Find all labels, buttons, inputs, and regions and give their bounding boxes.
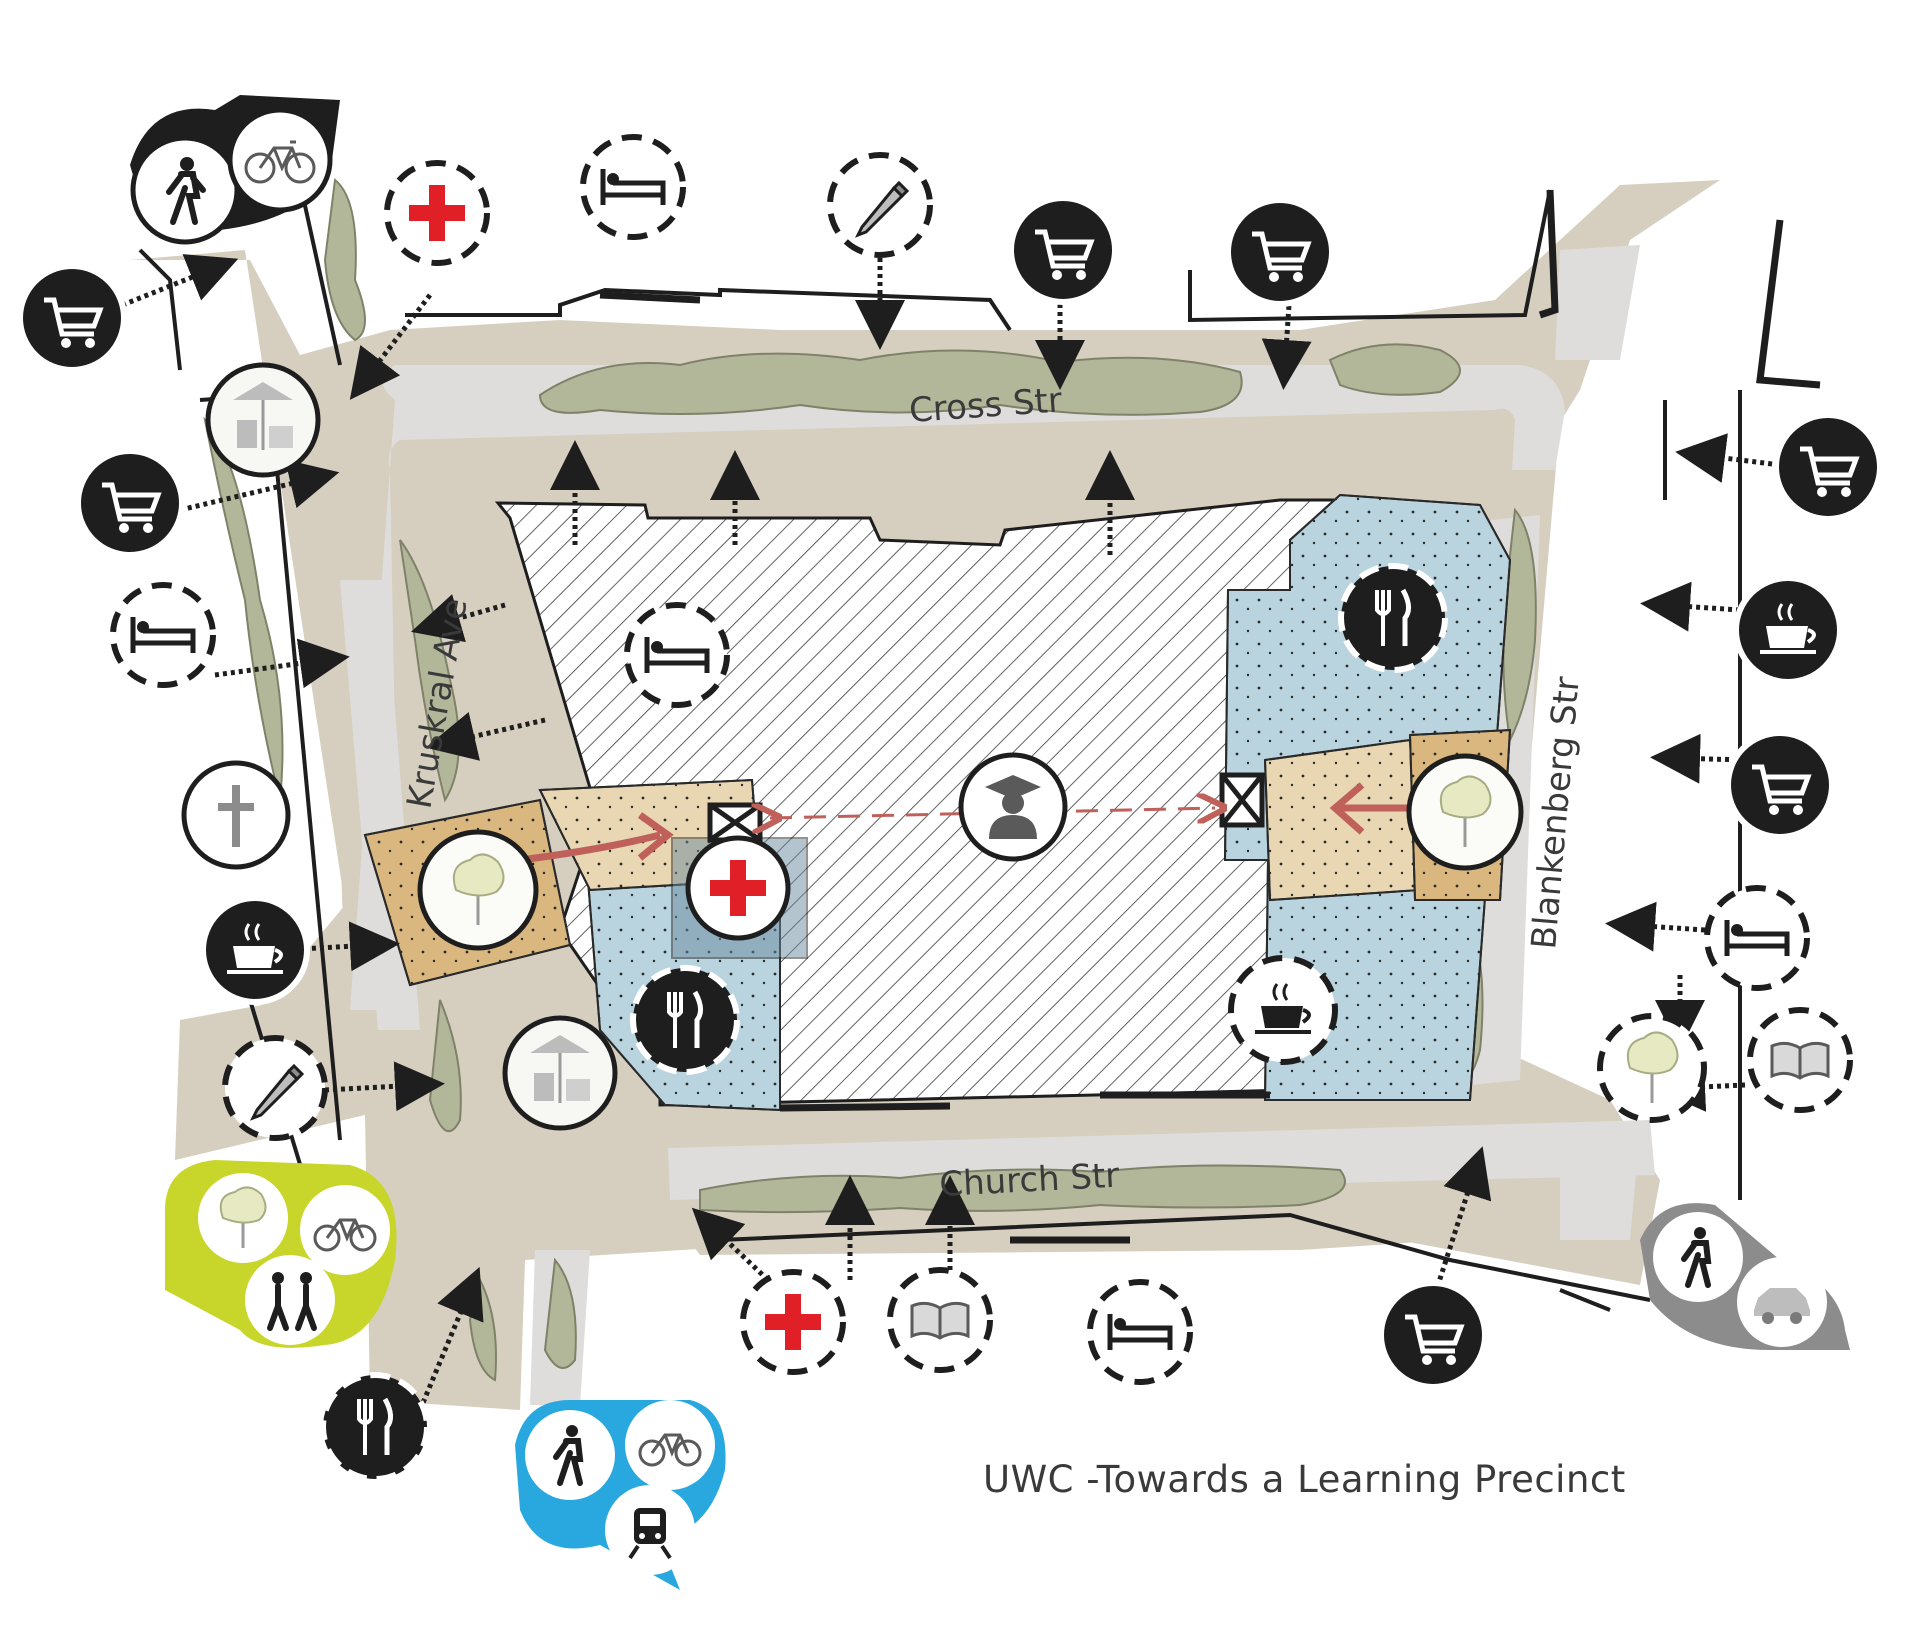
pedestrians-icon [245, 1255, 335, 1345]
access-arrows [84, 250, 1781, 1411]
tree-icon [1597, 1013, 1707, 1123]
bicycle-icon [625, 1400, 715, 1490]
book-icon[interactable] [1747, 1007, 1853, 1113]
shopping-cart-icon[interactable] [17, 263, 127, 373]
map-title: UWC -Towards a Learning Precinct [983, 1458, 1626, 1501]
shopping-cart-icon[interactable] [1725, 730, 1835, 840]
coffee-cup-icon[interactable] [200, 895, 310, 1005]
tree-icon [198, 1173, 288, 1263]
bed-icon[interactable] [580, 134, 686, 240]
cutlery-icon[interactable] [1338, 563, 1448, 673]
gate-markers [707, 772, 1265, 843]
tree-icon [417, 829, 539, 951]
train-icon [605, 1485, 695, 1575]
pencil-icon[interactable] [222, 1035, 328, 1141]
bicycle-icon [300, 1185, 390, 1275]
thick-walls [599, 189, 1821, 1244]
mobility-node-southeast [1640, 1203, 1850, 1350]
mobility-node-southwest [165, 1160, 397, 1348]
church-cross-icon [181, 760, 291, 870]
coffee-cup-icon[interactable] [1733, 575, 1843, 685]
pedestrian-icon [1653, 1212, 1743, 1302]
mobility-node-south [515, 1400, 726, 1590]
bicycle-icon [227, 107, 333, 213]
pedestrian-icon [130, 135, 240, 245]
book-icon[interactable] [887, 1267, 993, 1373]
shopping-cart-icon[interactable] [1773, 412, 1883, 522]
street-label-south: Church Str [938, 1156, 1120, 1205]
market-umbrella-icon [205, 362, 321, 478]
tree-icon [1406, 753, 1524, 871]
health-cross-icon[interactable] [384, 160, 490, 266]
cutlery-icon[interactable] [320, 1372, 430, 1482]
bed-icon[interactable] [110, 582, 216, 688]
market-umbrella-icon [502, 1015, 618, 1131]
cutlery-icon[interactable] [630, 965, 740, 1075]
mobility-node-northwest [130, 95, 340, 245]
pencil-icon[interactable] [827, 152, 933, 258]
bed-icon[interactable] [1087, 1279, 1193, 1385]
bed-icon[interactable] [1704, 885, 1810, 991]
shopping-cart-icon[interactable] [1008, 195, 1118, 305]
pedestrian-icon [525, 1410, 615, 1500]
health-cross-icon[interactable] [740, 1269, 846, 1375]
coffee-cup-icon[interactable] [1228, 955, 1338, 1065]
graduate-icon [958, 752, 1068, 862]
car-icon [1737, 1257, 1827, 1347]
shopping-cart-icon[interactable] [75, 448, 185, 558]
shopping-cart-icon[interactable] [1225, 197, 1335, 307]
bed-icon[interactable] [624, 602, 730, 708]
shopping-cart-icon[interactable] [1378, 1280, 1488, 1390]
health-cross-icon[interactable] [685, 835, 791, 941]
